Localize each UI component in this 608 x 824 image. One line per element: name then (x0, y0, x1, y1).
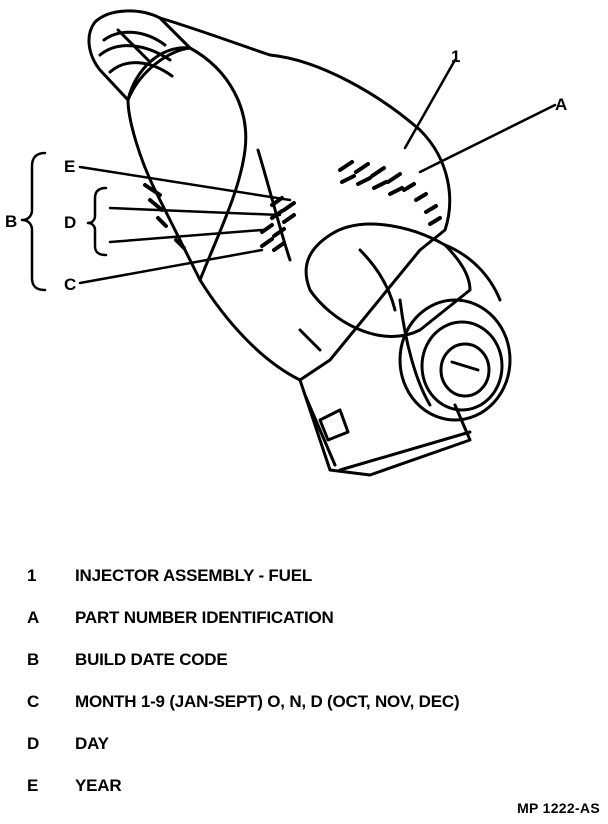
legend-key: 1 (27, 566, 37, 585)
leader-1 (403, 58, 457, 150)
legend-text: PART NUMBER IDENTIFICATION (75, 608, 334, 627)
legend-text: MONTH 1-9 (JAN-SEPT) O, N, D (OCT, NOV, … (75, 692, 460, 711)
callout-b: B (5, 212, 17, 231)
callout-a: A (555, 95, 567, 114)
legend-key: B (27, 650, 40, 669)
leader-lines (78, 58, 557, 285)
injector-nozzle (304, 222, 512, 422)
leader-d-upper (108, 206, 282, 217)
injector-inlet-end (87, 9, 192, 102)
legend-key: D (27, 734, 40, 753)
figure-code: MP 1222-AS (517, 800, 600, 816)
legend-key: A (27, 608, 40, 627)
callout-1: 1 (451, 47, 460, 66)
electrical-connector (298, 378, 472, 477)
legend-item: 1 INJECTOR ASSEMBLY - FUEL (0, 566, 608, 590)
legend-text: YEAR (75, 776, 122, 795)
leader-d-lower (108, 228, 264, 244)
injector-body (126, 16, 452, 382)
callout-e: E (64, 157, 75, 176)
part-number-marking (338, 160, 442, 226)
leader-c (78, 248, 264, 285)
brace-d (86, 186, 108, 257)
legend-text: INJECTOR ASSEMBLY - FUEL (75, 566, 313, 585)
brace-b (20, 151, 47, 292)
legend-item: E YEAR (0, 776, 608, 800)
legend-text: DAY (75, 734, 109, 753)
injector-diagram: 1 A B E D C (5, 9, 567, 477)
legend-item: A PART NUMBER IDENTIFICATION (0, 608, 608, 632)
legend-key: C (27, 692, 40, 711)
legend-item: C MONTH 1-9 (JAN-SEPT) O, N, D (OCT, NOV… (0, 692, 608, 716)
leader-a (418, 103, 557, 174)
leader-e (78, 165, 292, 202)
legend-text: BUILD DATE CODE (75, 650, 228, 669)
legend-item: B BUILD DATE CODE (0, 650, 608, 674)
callout-c: C (64, 275, 76, 294)
legend-key: E (27, 776, 39, 795)
legend-item: D DAY (0, 734, 608, 758)
callout-d: D (64, 213, 76, 232)
